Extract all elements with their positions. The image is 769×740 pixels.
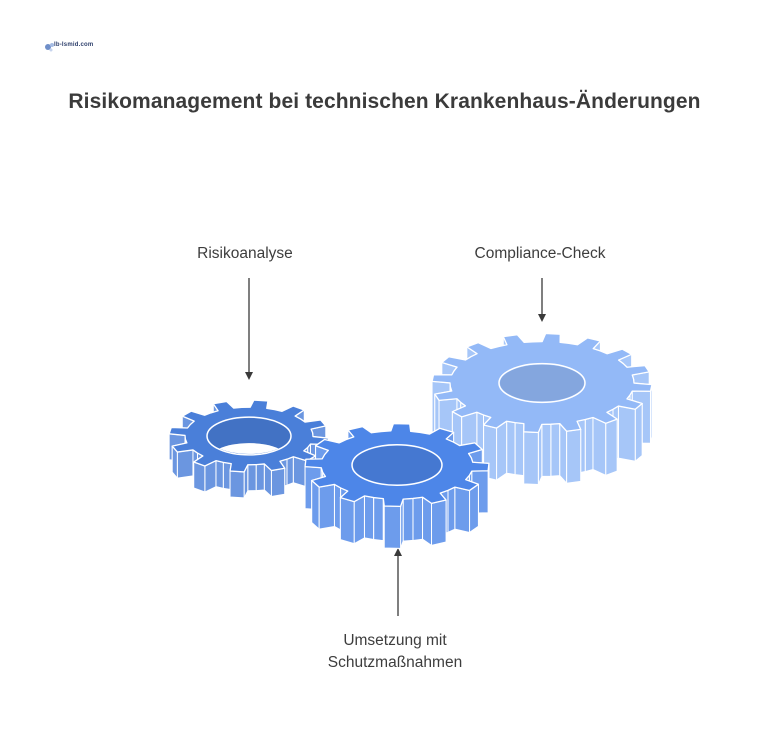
gear-side-face [318,483,335,530]
gear-label-umsetzung-line1: Umsetzung mit [343,632,447,649]
gear-side-face [286,456,294,486]
gear-side-face [634,402,643,462]
gear-side-face [584,416,594,473]
gear-side-face [422,496,433,546]
gear-side-face [339,497,355,545]
gear-side-face [550,423,561,477]
gear-side-face [605,418,618,476]
gear-side-face [514,422,525,477]
gear-side-face [247,464,257,492]
gear-side-face [363,495,375,541]
gear-risikoanalyse [168,399,330,499]
gear-side-face [447,486,456,533]
gear-side-face [176,449,194,479]
gear-side-face [566,428,582,484]
gear-side-face [383,505,402,549]
gear-side-face [592,416,607,476]
gear-side-face [523,431,539,485]
gear-side-face [469,483,479,533]
gear-side-face [431,499,447,546]
gear-hole-inner-wall [500,364,584,402]
gear-hole-inner-wall [208,418,290,454]
gear-side-face [402,497,414,542]
gear-side-face [353,495,365,545]
gear-side-face [454,486,471,533]
gear-label-umsetzung: Umsetzung mit Schutzmaßnahmen [290,630,500,674]
gear-side-face [255,463,265,492]
gear-side-face [412,496,424,541]
logo-icon [45,43,54,52]
gear-label-umsetzung-line2: Schutzmaßnahmen [327,654,463,671]
gear-side-face [373,497,384,542]
logo-text: Ib-Ismid.com [54,42,94,48]
gear-side-face [506,420,516,476]
gear-label-compliance-check: Compliance-Check [474,245,606,262]
gear-hole-inner-wall [353,445,441,485]
gear-side-face [496,420,508,481]
gear-side-face [537,423,543,485]
gear-side-face [559,423,568,484]
gear-side-face [215,460,224,489]
gear-side-face [617,405,636,462]
gear-side-face [229,470,245,499]
page-title: Risikomanagement bei technischen Kranken… [68,90,701,113]
gear-side-face [270,467,286,498]
gear-umsetzung [304,422,490,549]
gear-label-risikoanalyse: Risikoanalyse [197,245,293,262]
gear-side-face [333,483,342,531]
gear-side-face [541,423,552,477]
gear-side-face [311,480,320,530]
gear-side-face [193,461,206,493]
